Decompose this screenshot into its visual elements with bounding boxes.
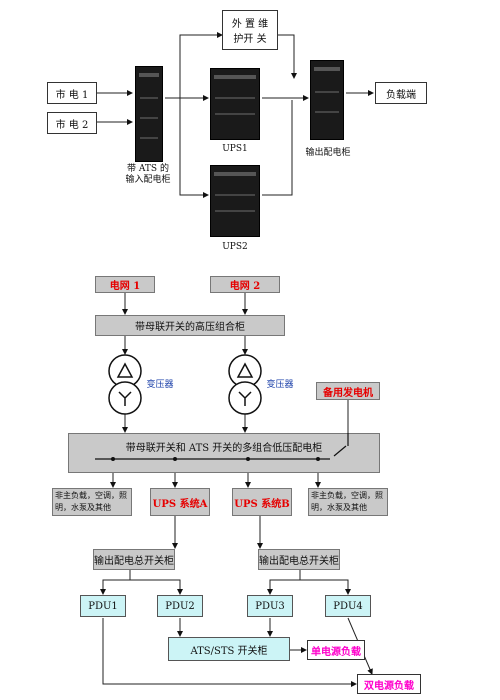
- ups-system-b-label: UPS 系统B: [234, 498, 290, 510]
- ups2-cabinet-image: [210, 165, 260, 237]
- grid-1-box: 电网 1: [95, 276, 155, 293]
- backup-generator-label: 备用发电机: [323, 387, 373, 399]
- pdu4-box: PDU4: [325, 595, 371, 617]
- output-switch-cabinet-1: 输出配电总开关柜: [93, 549, 175, 570]
- ats-cabinet-caption: 带 ATS 的 输入配电柜: [125, 164, 171, 185]
- transformer-1-label: 变压器: [146, 380, 174, 390]
- ups-system-b-box: UPS 系统B: [232, 488, 292, 516]
- mains-1-label: 市 电 1: [55, 89, 89, 101]
- output-cabinet-image: [310, 60, 344, 140]
- hv-combined-cabinet: 带母联开关的高压组合柜: [95, 315, 285, 336]
- transformer-1-symbol: [108, 354, 142, 415]
- pdu2-box: PDU2: [157, 595, 203, 617]
- hv-cabinet-label: 带母联开关的高压组合柜: [135, 322, 245, 333]
- dual-power-load-box: 双电源负载: [357, 674, 421, 694]
- ups1-cabinet-image: [210, 68, 260, 140]
- grid-2-box: 电网 2: [210, 276, 280, 293]
- pdu1-box: PDU1: [80, 595, 126, 617]
- ups2-caption: UPS2: [222, 242, 248, 252]
- output-cabinet-caption: 输出配电柜: [305, 148, 351, 158]
- mains-2-box: 市 电 2: [47, 112, 97, 134]
- ups-system-a-box: UPS 系统A: [150, 488, 210, 516]
- pdu3-box: PDU3: [247, 595, 293, 617]
- output-switch-cabinet-2: 输出配电总开关柜: [258, 549, 340, 570]
- backup-generator-box: 备用发电机: [316, 382, 380, 400]
- lv-cabinet-label: 带母联开关和 ATS 开关的多组合低压配电柜: [125, 443, 323, 454]
- dual-power-load-label: 双电源负载: [364, 680, 414, 692]
- ats-input-cabinet-image: [135, 66, 163, 162]
- grid-2-label: 电网 2: [229, 281, 261, 292]
- external-bypass-switch-box: 外 置 维 护开 关: [222, 10, 278, 50]
- ats-sts-switch-cabinet: ATS/STS 开关柜: [168, 637, 290, 661]
- non-critical-load-right: 非主负载，空调，照明，水泵及其他: [308, 488, 388, 516]
- transformer-2-symbol: [228, 354, 262, 415]
- single-power-load-box: 单电源负载: [307, 640, 365, 660]
- non-critical-load-left: 非主负载，空调，照明，水泵及其他: [52, 488, 132, 516]
- single-power-load-label: 单电源负载: [311, 646, 361, 658]
- load-end-label: 负载端: [386, 89, 416, 101]
- ups-system-a-label: UPS 系统A: [152, 498, 208, 510]
- load-end-box: 负载端: [375, 82, 427, 104]
- lv-combined-cabinet: 带母联开关和 ATS 开关的多组合低压配电柜: [68, 433, 380, 473]
- transformer-2-label: 变压器: [266, 380, 294, 390]
- mains-1-box: 市 电 1: [47, 82, 97, 104]
- grid-1-label: 电网 1: [109, 281, 141, 292]
- mains-2-label: 市 电 2: [55, 119, 89, 131]
- ups1-caption: UPS1: [222, 144, 248, 154]
